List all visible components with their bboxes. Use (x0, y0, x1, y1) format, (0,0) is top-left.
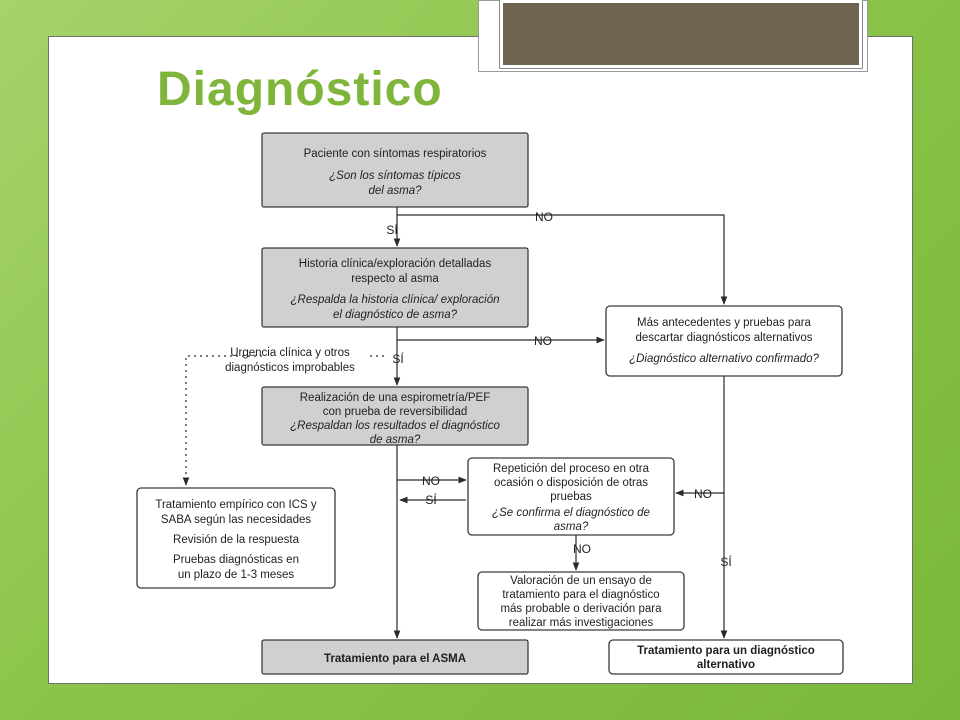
alternative-line1: Más antecedentes y pruebas para (637, 317, 811, 329)
label-no-3: NO (422, 474, 440, 488)
repeat-line3: pruebas (550, 491, 592, 503)
arrow-start-no-to-alternative (397, 214, 728, 305)
trial-line2: tratamiento para el diagnóstico (502, 589, 659, 601)
spirometry-question-1: ¿Respaldan los resultados el diagnóstico (290, 420, 500, 432)
repeat-question-1: ¿Se confirma el diagnóstico de (492, 507, 650, 519)
empirical-line5: un plazo de 1-3 meses (178, 569, 295, 581)
title-tab-accent (500, 0, 862, 68)
empirical-line1: Tratamiento empírico con ICS y (155, 499, 317, 511)
arrow-emergency-dotted (182, 355, 262, 486)
start-question-1: ¿Son los síntomas típicos (329, 170, 461, 182)
history-line2: respecto al asma (351, 273, 439, 285)
emergency-line1: Urgencia clínica y otros (230, 347, 350, 359)
alt-treatment-line2: alternativo (697, 659, 755, 671)
history-question-2: el diagnóstico de asma? (333, 309, 458, 321)
label-no-5: NO (573, 542, 591, 556)
label-no-2: NO (534, 334, 552, 348)
label-no-1: NO (535, 210, 553, 224)
label-yes-4: SÍ (720, 554, 732, 569)
repeat-line2: ocasión o disposición de otras (494, 477, 648, 489)
history-line1: Historia clínica/exploración detalladas (299, 258, 492, 270)
slide-title: Diagnóstico (157, 63, 443, 116)
empirical-treatment-box: Tratamiento empírico con ICS y SABA segú… (136, 487, 336, 589)
flow-connectors (182, 207, 728, 639)
alternative-treatment-box: Tratamiento para un diagnóstico alternat… (608, 639, 844, 675)
empirical-line4: Pruebas diagnósticas en (173, 554, 299, 566)
repeat-line1: Repetición del proceso en otra (493, 463, 650, 475)
alt-treatment-line1: Tratamiento para un diagnóstico (637, 645, 815, 657)
trial-box: Valoración de un ensayo de tratamiento p… (477, 571, 685, 631)
alternative-line2: descartar diagnósticos alternativos (635, 332, 812, 344)
trial-line3: más probable o derivación para (500, 603, 662, 615)
alternative-tests-box: Más antecedentes y pruebas para descarta… (605, 305, 843, 377)
emergency-note: Urgencia clínica y otros diagnósticos im… (225, 347, 355, 374)
empirical-line3: Revisión de la respuesta (173, 534, 300, 546)
spirometry-line2: con prueba de reversibilidad (323, 406, 467, 418)
trial-line1: Valoración de un ensayo de (510, 575, 652, 587)
repeat-box: Repetición del proceso en otra ocasión o… (467, 457, 675, 536)
label-no-4: NO (694, 487, 712, 501)
start-box: Paciente con síntomas respiratorios ¿Son… (261, 132, 529, 208)
empirical-line2: SABA según las necesidades (161, 514, 311, 526)
alternative-question: ¿Diagnóstico alternativo confirmado? (629, 353, 819, 365)
trial-line4: realizar más investigaciones (509, 617, 654, 629)
history-question-1: ¿Respalda la historia clínica/ exploraci… (290, 294, 499, 306)
asthma-treatment-label: Tratamiento para el ASMA (324, 653, 466, 665)
repeat-question-2: asma? (554, 521, 589, 533)
spirometry-box: Realización de una espirometría/PEF con … (261, 386, 529, 446)
start-line1: Paciente con síntomas respiratorios (304, 148, 487, 160)
history-box: Historia clínica/exploración detalladas … (261, 247, 529, 328)
emergency-line2: diagnósticos improbables (225, 362, 355, 374)
spirometry-line1: Realización de una espirometría/PEF (300, 392, 491, 404)
branch-labels: SÍ NO NO SÍ NO SÍ NO NO SÍ (386, 210, 732, 569)
start-question-2: del asma? (368, 185, 422, 197)
label-yes-3: SÍ (425, 492, 437, 507)
label-yes-2: SÍ (392, 351, 404, 366)
asthma-treatment-box: Tratamiento para el ASMA (261, 639, 529, 675)
label-yes-1: SÍ (386, 222, 398, 237)
spirometry-question-2: de asma? (370, 434, 421, 446)
